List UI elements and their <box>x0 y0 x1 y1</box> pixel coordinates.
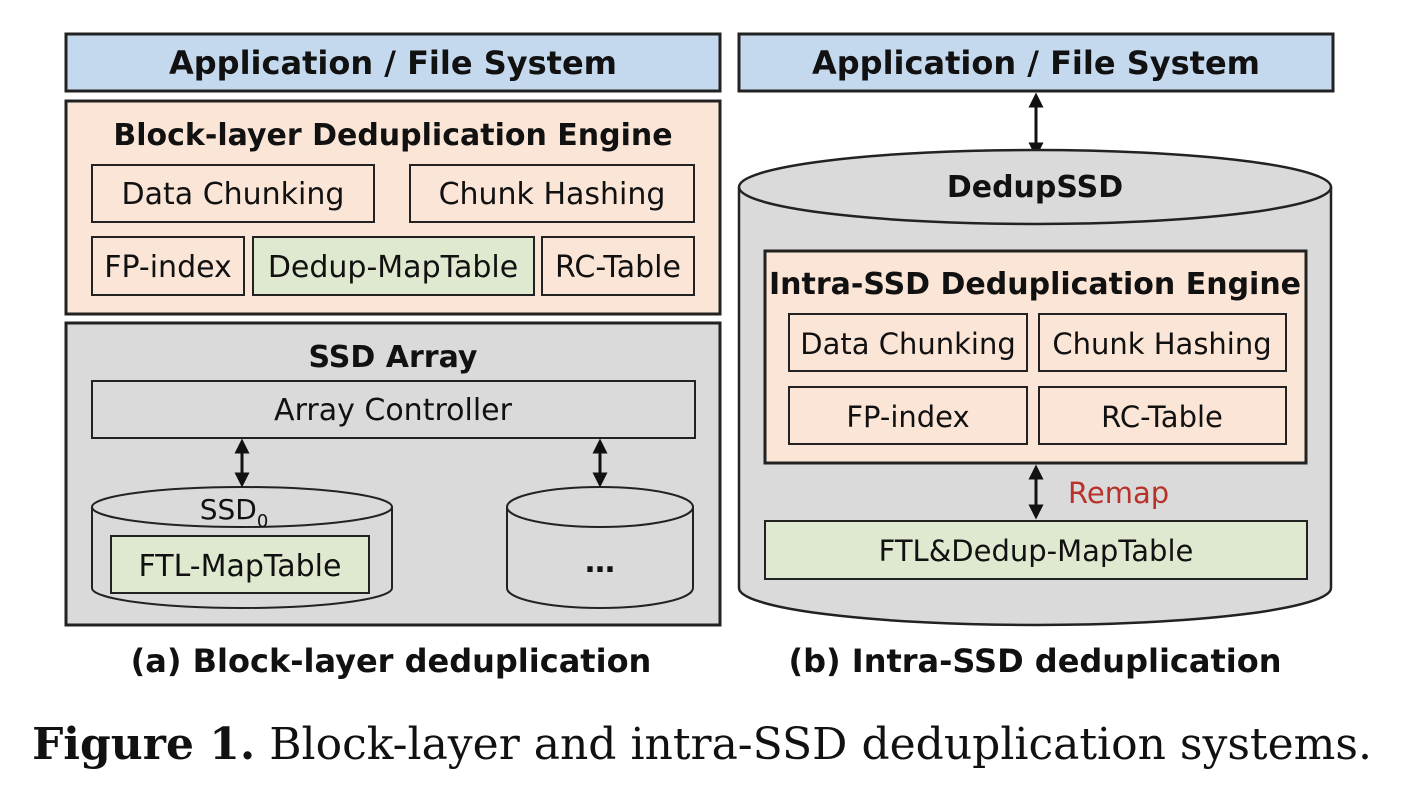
remap-label: Remap <box>1068 476 1169 510</box>
panel-b-chunk-hashing-box <box>1038 313 1287 372</box>
panel-b-data-chunking-box <box>788 313 1028 372</box>
panel-b-rc-table-box <box>1038 386 1287 445</box>
intra-ssd-engine-box: Intra-SSD Deduplication Engine Data Chun… <box>763 249 1308 465</box>
panel-b-chunk-hashing-label: Chunk Hashing <box>1052 327 1271 361</box>
panel-a-data-chunking-box <box>91 164 375 223</box>
ssdn-ellipsis: … <box>585 545 615 580</box>
ftl-maptable-label: FTL-MapTable <box>139 549 342 584</box>
figure-caption-text: Block-layer and intra-SSD deduplication … <box>269 719 1372 770</box>
panel-a-fp-index-box <box>91 236 245 296</box>
panel-a-application-box: Application / File System <box>64 32 722 93</box>
panel-a-data-chunking-label: Data Chunking <box>122 177 345 212</box>
panel-b-application-box: Application / File System <box>737 32 1335 93</box>
panel-b-data-chunking-label: Data Chunking <box>800 327 1016 361</box>
dedup-maptable-label: Dedup-MapTable <box>268 250 518 285</box>
array-controller-label: Array Controller <box>274 393 513 428</box>
panel-b-caption: (b) Intra-SSD deduplication <box>788 642 1281 680</box>
panel-a-chunk-hashing-box <box>409 164 695 223</box>
panel-a-rc-table-box <box>541 236 695 296</box>
panel-a-fp-index-label: FP-index <box>104 250 232 285</box>
intra-ssd-engine-title: Intra-SSD Deduplication Engine <box>769 267 1301 302</box>
panel-a: Application / File System Block-layer De… <box>64 32 722 680</box>
panel-b-rc-table-label: RC-Table <box>1101 400 1223 434</box>
figure-caption-label: Figure 1. <box>32 719 255 770</box>
panel-b-fp-index-label: FP-index <box>846 400 969 434</box>
ssdn-cylinder: … <box>506 486 694 609</box>
ssd-array-title: SSD Array <box>309 340 478 375</box>
panel-b: Application / File System DedupSSD Intra… <box>737 32 1335 680</box>
ssd0-label-text: SSD <box>200 493 257 526</box>
ssd0-label: SSD0 <box>200 493 269 532</box>
ftl-dedup-maptable-label: FTL&Dedup-MapTable <box>879 534 1194 568</box>
ftl-dedup-maptable-box <box>764 520 1308 580</box>
block-layer-engine-box: Block-layer Deduplication Engine Data Ch… <box>64 99 722 316</box>
ssd0-subscript: 0 <box>257 511 268 532</box>
panel-a-application-label: Application / File System <box>169 44 617 82</box>
ssd-array-box: SSD Array Array Controller SSD0 FTL-MapT… <box>64 321 722 627</box>
figure-caption-spacer <box>255 719 269 770</box>
panel-a-caption: (a) Block-layer deduplication <box>131 642 652 680</box>
dedup-maptable-box <box>252 236 535 296</box>
dedupssd-label: DedupSSD <box>947 170 1123 205</box>
figure-caption: Figure 1. Block-layer and intra-SSD dedu… <box>32 719 1372 770</box>
panel-a-rc-table-label: RC-Table <box>555 250 681 285</box>
block-layer-engine-title: Block-layer Deduplication Engine <box>113 118 672 153</box>
panel-a-chunk-hashing-label: Chunk Hashing <box>439 177 666 212</box>
panel-b-fp-index-box <box>788 386 1028 445</box>
panel-b-application-label: Application / File System <box>812 44 1260 82</box>
ftl-maptable-box <box>110 535 370 594</box>
ssd0-cylinder: SSD0 FTL-MapTable <box>91 486 393 609</box>
array-controller-box <box>91 380 696 439</box>
